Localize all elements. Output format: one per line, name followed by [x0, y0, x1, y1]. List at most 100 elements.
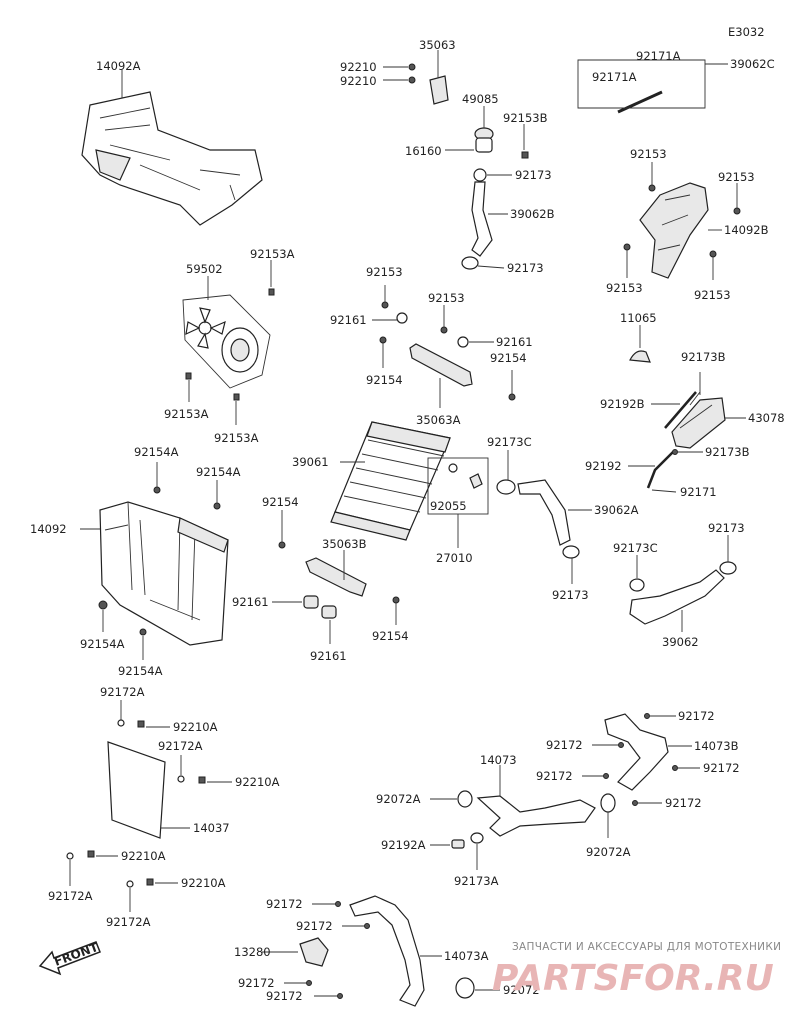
nut-92161-2[interactable] — [457, 336, 469, 348]
label-92173-2: 92173 — [507, 261, 544, 275]
screw-92172-6[interactable] — [335, 901, 341, 907]
bolt-92210-1[interactable] — [408, 63, 416, 71]
label-92154-c2: 92154 — [490, 351, 527, 365]
label-92154-c1: 92154 — [366, 373, 403, 387]
bolt-92153-r3[interactable] — [623, 243, 631, 251]
nut-92172A-3[interactable] — [66, 852, 74, 860]
hose-92192A[interactable] — [451, 839, 465, 849]
part-35063-bracket[interactable] — [429, 75, 449, 105]
bolt-92153A-2[interactable] — [185, 372, 192, 380]
label-92153-c1: 92153 — [366, 265, 403, 279]
hose-14073A[interactable] — [349, 895, 425, 1007]
part-49085-thermostat[interactable] — [474, 127, 494, 153]
grommet-92161-4[interactable] — [321, 605, 337, 619]
nut-92161-1[interactable] — [396, 312, 408, 324]
watermark-logo: PARTSFOR.RU — [492, 958, 774, 999]
screw-92172-3[interactable] — [603, 773, 609, 779]
label-92192: 92192 — [585, 459, 622, 473]
screw-92172-2[interactable] — [618, 742, 624, 748]
bolt-92153B[interactable] — [521, 151, 529, 159]
label-14073: 14073 — [480, 753, 517, 767]
label-92210-2: 92210 — [340, 74, 377, 88]
label-92161-4: 92161 — [310, 649, 347, 663]
clamp-92072[interactable] — [455, 977, 475, 999]
label-92172-9: 92172 — [266, 989, 303, 1003]
label-92172-6: 92172 — [266, 897, 303, 911]
clamp-92173B-2[interactable] — [672, 449, 678, 455]
nut-92172A-1[interactable] — [117, 719, 125, 727]
bolt-92153A-3[interactable] — [233, 393, 240, 401]
label-92055: 92055 — [430, 499, 467, 513]
hose-39062[interactable] — [629, 569, 725, 625]
bolt-92154-b[interactable] — [392, 596, 400, 604]
screw-92172-8[interactable] — [306, 980, 312, 986]
clamp-92072A-1[interactable] — [457, 790, 473, 808]
bolt-92153-r2[interactable] — [733, 207, 741, 215]
hose-92192[interactable] — [646, 451, 674, 489]
grommet-92161-3[interactable] — [303, 595, 319, 609]
screw-92172-9[interactable] — [337, 993, 343, 999]
bolt-92153A-1[interactable] — [268, 288, 275, 296]
part-59502-fan[interactable] — [185, 307, 259, 373]
part-39061-radiator[interactable] — [330, 421, 451, 541]
label-92153-r2: 92153 — [718, 170, 755, 184]
clip-92210A-2[interactable] — [198, 776, 206, 784]
label-92154A-2: 92154A — [196, 465, 241, 479]
hose-39062A[interactable] — [517, 479, 571, 546]
label-92154A-4: 92154A — [118, 664, 163, 678]
label-92172A-3: 92172A — [48, 889, 93, 903]
bolt-92154-l[interactable] — [278, 541, 286, 549]
bolt-92153-r1[interactable] — [648, 184, 656, 192]
clamp-92173A[interactable] — [470, 832, 484, 844]
clamp-92173C-1[interactable] — [496, 479, 516, 495]
part-92055-washer[interactable] — [448, 463, 458, 473]
screw-92172-7[interactable] — [364, 923, 370, 929]
label-92154A-1: 92154A — [134, 445, 179, 459]
part-35063A-bracket[interactable] — [409, 343, 473, 387]
clip-92210A-4[interactable] — [146, 878, 154, 886]
clamp-92173-3[interactable] — [562, 545, 580, 559]
nut-92172A-2[interactable] — [177, 775, 185, 783]
clip-92210A-3[interactable] — [87, 850, 95, 858]
clip-92210A-1[interactable] — [137, 720, 145, 728]
part-14037-plate[interactable] — [107, 741, 166, 839]
bolt-92154-c2[interactable] — [508, 393, 516, 401]
hose-14073[interactable] — [476, 795, 596, 837]
clamp-92173C-2[interactable] — [629, 578, 645, 592]
clamp-92173-2[interactable] — [461, 256, 479, 270]
clamp-92072A-2[interactable] — [600, 793, 616, 813]
label-92172A-4: 92172A — [106, 915, 151, 929]
bolt-92153-c2[interactable] — [440, 326, 448, 334]
part-35063B-bracket[interactable] — [305, 557, 367, 597]
hose-39062B[interactable] — [471, 181, 493, 257]
bolt-92154A-2[interactable] — [213, 502, 221, 510]
hose-14073B[interactable] — [604, 713, 669, 791]
clamp-92173-4[interactable] — [719, 561, 737, 575]
label-92153-r3: 92153 — [606, 281, 643, 295]
clamp-92173-1[interactable] — [473, 168, 487, 182]
label-92172-5: 92172 — [665, 796, 702, 810]
part-14092-shroud[interactable] — [99, 501, 229, 646]
hose-92192B[interactable] — [664, 391, 697, 429]
part-14092B-cover[interactable] — [639, 182, 709, 279]
screw-92172-1[interactable] — [644, 713, 650, 719]
nut-92172A-4[interactable] — [126, 880, 134, 888]
bolt-92154A-4[interactable] — [139, 628, 147, 636]
bolt-92210-2[interactable] — [408, 76, 416, 84]
part-14092A-cover[interactable] — [81, 91, 263, 226]
bolt-92154A-1[interactable] — [153, 486, 161, 494]
bolt-92154A-3[interactable] — [98, 600, 108, 610]
bolt-92153-c1[interactable] — [381, 301, 389, 309]
part-13280-bracket[interactable] — [299, 937, 329, 967]
label-92072A-1: 92072A — [376, 792, 421, 806]
part-11065-cap[interactable] — [629, 350, 651, 363]
screw-92172-5[interactable] — [632, 800, 638, 806]
bolt-92153-r4[interactable] — [709, 250, 717, 258]
part-27010-switch[interactable] — [469, 473, 483, 489]
label-14092A: 14092A — [96, 59, 141, 73]
part-43078-reservoir[interactable] — [671, 391, 726, 449]
label-92161-1: 92161 — [330, 313, 367, 327]
bolt-92154-c1[interactable] — [379, 336, 387, 344]
screw-92172-4[interactable] — [672, 765, 678, 771]
tube-92171A[interactable] — [617, 90, 663, 114]
